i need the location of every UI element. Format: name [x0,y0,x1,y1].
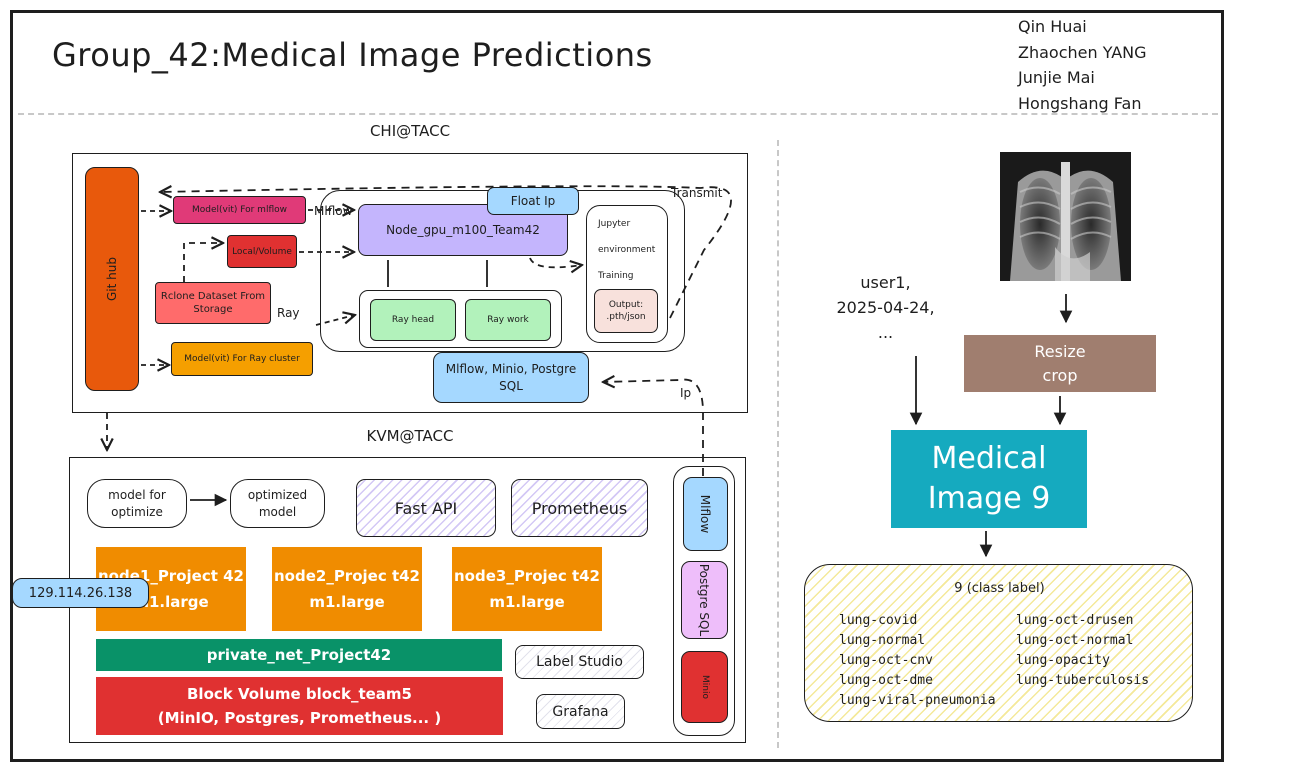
model-optimize-node: model for optimize [87,479,187,528]
fast-api-node: Fast API [356,479,496,537]
class-label: lung-oct-drusen [1016,613,1134,628]
local-volume-node: Local/Volume [227,235,297,268]
side-mlflow-node: Mlflow [683,477,728,551]
author-name: Qin Huai [1018,17,1087,36]
rclone-node: Rclone Dataset From Storage [155,282,271,324]
class-list-left: lung-covid lung-normal lung-oct-cnv lung… [839,611,996,711]
ray-head-node: Ray head [370,299,456,341]
class-label: lung-covid [839,613,918,628]
private-net-bar: private_net_Project42 [96,639,502,671]
class-label: lung-normal [839,633,926,648]
class-label: lung-tuberculosis [1016,673,1150,688]
ray-cluster-group [359,290,562,348]
github-node: Git hub [85,167,139,391]
ip-address-badge: 129.114.26.138 [12,578,149,608]
class-label: lung-opacity [1016,653,1110,668]
block-volume-subtitle: (MinIO, Postgres, Prometheus... ) [157,709,442,727]
model-label: Medical [931,441,1047,476]
class-label: lung-oct-dme [839,673,933,688]
block-volume-bar: Block Volume block_team5 (MinIO, Postgre… [96,677,503,735]
jupyter-label: Jupyter [598,219,631,229]
ray-work-node: Ray work [465,299,551,341]
diagram-title: Group_42:Medical Image Predictions [52,36,653,74]
class-label-title: 9 (class label) [954,581,1045,596]
chi-tacc-label: CHI@TACC [369,122,451,140]
resize-crop-node: Resize crop [964,335,1156,392]
side-services-group [673,466,735,736]
crop-label: crop [1042,365,1078,385]
author-name: Junjie Mai [1018,68,1095,87]
edge-label-transmit: Transmit [671,186,723,200]
optimized-model-node: optimized model [230,479,325,528]
edge-label-ray: Ray [277,306,300,320]
diagram-frame [10,10,1224,762]
kvm-tacc-label: KVM@TACC [366,427,454,445]
label-studio-node: Label Studio [515,645,644,679]
float-ip-node: Float Ip [487,187,579,215]
node2: node2_Projec t42 m1.large [272,547,422,631]
class-label-box: 9 (class label) lung-covid lung-normal l… [804,564,1193,722]
horizontal-divider [18,113,1218,115]
jupyter-label: Training [598,271,634,281]
user-info: user1, 2025-04-24, ... [818,270,953,345]
jupyter-group [586,205,668,343]
model-ray-node: Model(vit) For Ray cluster [171,342,313,376]
side-postgre-node: Postgre SQL [681,561,728,639]
medical-image-model-node: Medical Image 9 [891,430,1087,528]
side-minio-node: Minio [681,651,728,723]
node3: node3_Projec t42 m1.large [452,547,602,631]
grafana-node: Grafana [536,694,625,729]
author-name: Zhaochen YANG [1018,42,1147,62]
author-list: Qin Huai Zhaochen YANG Junjie Mai Hongsh… [1018,14,1147,116]
output-node: Output: .pth/json [594,289,658,333]
model-mlflow-node: Model(vit) For mlflow [173,196,306,224]
model-label: Image 9 [927,481,1051,516]
chest-xray-image [1000,152,1131,281]
edge-label-ip: Ip [680,386,692,400]
user-info-line: user1, [860,273,911,292]
jupyter-label: environment [598,245,656,255]
user-info-line: ... [877,323,894,342]
resize-label: Resize [1034,341,1086,361]
chi-tacc-container [72,153,748,413]
block-volume-title: Block Volume block_team5 [187,685,412,703]
author-name: Hongshang Fan [1018,93,1142,113]
user-info-line: 2025-04-24, [836,298,935,317]
vertical-divider [777,140,779,748]
class-list-right: lung-oct-drusen lung-oct-normal lung-opa… [1016,611,1149,691]
class-label: lung-oct-normal [1016,633,1134,648]
prometheus-node: Prometheus [511,479,648,537]
class-label: lung-oct-cnv [839,653,933,668]
class-label: lung-viral-pneumonia [839,693,996,708]
services-node: Mlflow, Minio, Postgre SQL [433,352,589,403]
